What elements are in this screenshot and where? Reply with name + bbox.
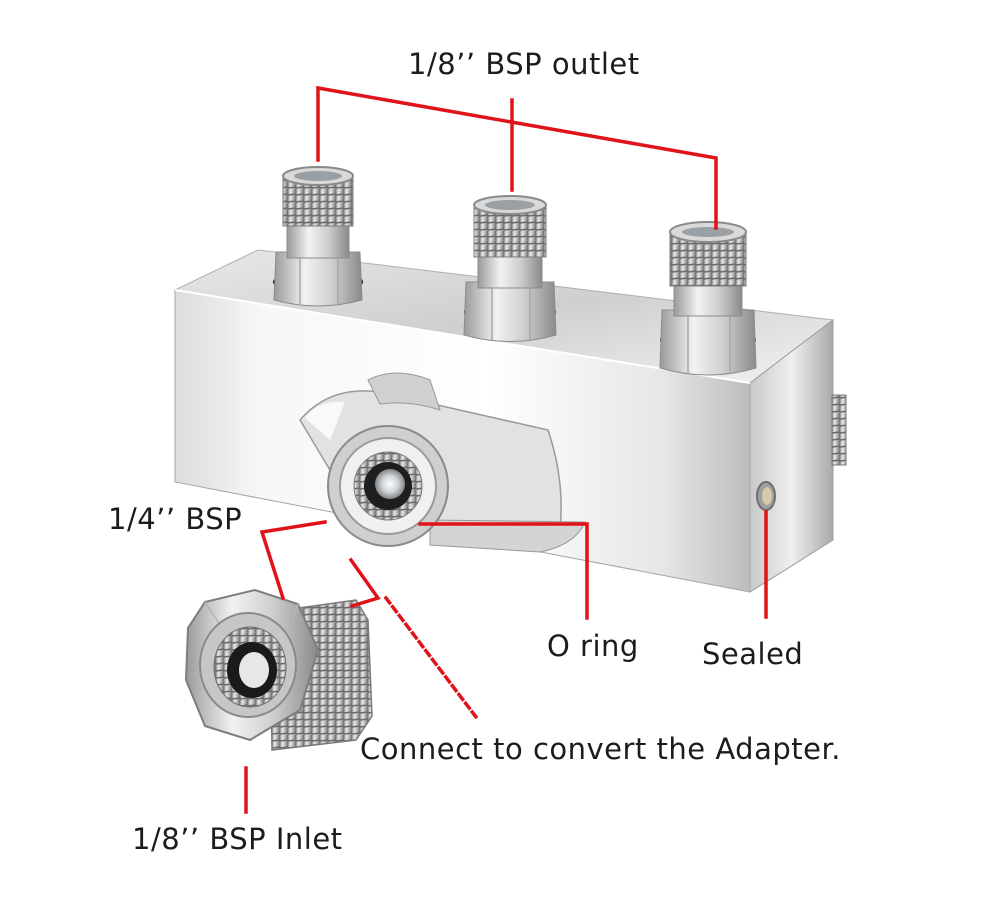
leader-lines	[244, 85, 768, 814]
outlet-leader	[316, 85, 718, 230]
inlet-wing-nut	[299, 372, 586, 553]
label-sealed: Sealed	[702, 637, 804, 671]
connect-leader	[348, 557, 381, 609]
outlet-fitting-3	[659, 221, 757, 376]
label-quarter-bsp: 1/4’’ BSP	[108, 502, 243, 536]
outlet-fitting-1	[273, 166, 363, 307]
outlet-fitting-2	[463, 195, 557, 342]
quarter-bsp-leader	[259, 519, 328, 601]
label-o-ring: O ring	[547, 629, 639, 663]
bsp-adapter	[184, 588, 373, 751]
label-connect: Connect to convert the Adapter.	[360, 732, 841, 766]
o-ring-leader	[418, 522, 589, 620]
label-inlet: 1/8’’ BSP Inlet	[132, 822, 343, 856]
label-outlet: 1/8’’ BSP outlet	[408, 47, 640, 81]
connect-leader-dashed	[383, 595, 479, 720]
